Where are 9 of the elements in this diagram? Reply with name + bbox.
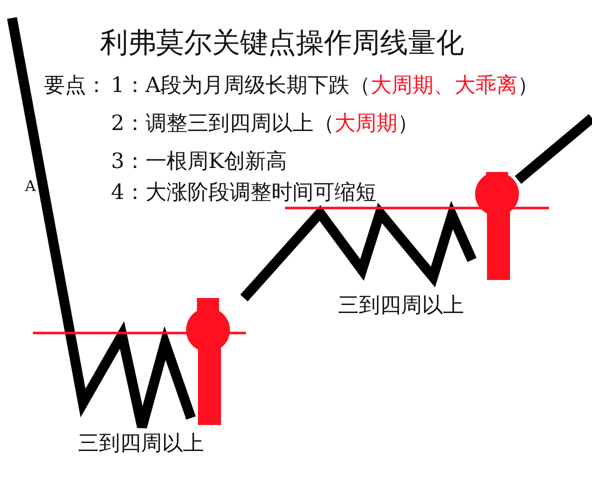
key-point-text: 3：一根周K创新高 [111, 150, 288, 174]
key-point-text: 4：大涨阶段调整时间可缩短 [111, 181, 376, 204]
key-point-text: 1：A段为月周级长期下跌（大周期、大乖离） [111, 74, 539, 98]
key-point-text: 2：调整三到四周以上（大周期） [111, 112, 418, 136]
duration-label: 三到四周以上 [78, 432, 204, 456]
title: 利弗莫尔关键点操作周线量化 [100, 28, 464, 59]
segment-label: A [25, 178, 36, 194]
key-points-heading: 要点： [44, 74, 107, 98]
duration-label: 三到四周以上 [338, 294, 464, 318]
